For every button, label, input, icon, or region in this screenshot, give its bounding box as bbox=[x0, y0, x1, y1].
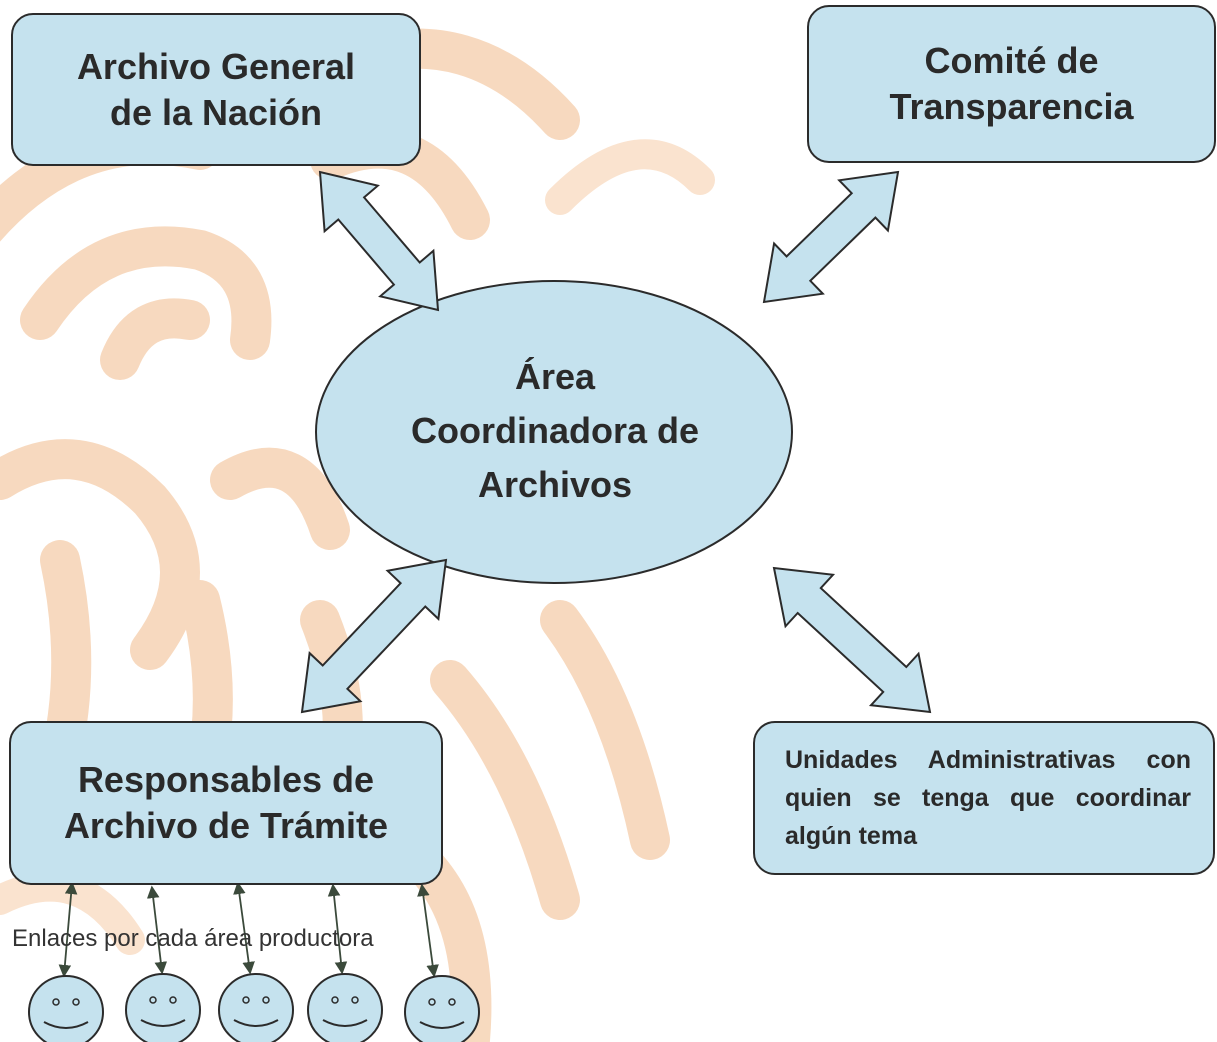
node-archivo-general: Archivo General de la Nación bbox=[11, 13, 421, 166]
node-label-line: Comité de bbox=[924, 40, 1099, 81]
node-label-line: Archivo de Trámite bbox=[63, 805, 389, 846]
center-node-label: Área Coordinadora de Archivos bbox=[330, 350, 780, 512]
link-arrow bbox=[327, 883, 348, 975]
block-arrows bbox=[300, 170, 932, 714]
link-arrow bbox=[417, 883, 439, 978]
links-caption: Enlaces por cada área productora bbox=[12, 925, 374, 952]
node-comite-transparencia: Comité de Transparencia bbox=[807, 5, 1216, 163]
center-ellipse bbox=[315, 280, 793, 584]
smiley-face-icon bbox=[404, 975, 480, 1042]
node-unidades-administrativas: Unidades Administrativas con quien se te… bbox=[753, 721, 1215, 875]
node-label-line: Área bbox=[514, 356, 596, 397]
watermark-arc bbox=[545, 139, 715, 215]
watermark-arc bbox=[540, 600, 670, 860]
node-label-line: Responsables de bbox=[77, 759, 375, 800]
watermark-arc bbox=[0, 439, 200, 670]
node-label-line: Transparencia bbox=[889, 86, 1134, 127]
smiley-face-icon bbox=[125, 973, 201, 1042]
arrow-center-responsables bbox=[300, 558, 448, 714]
arrow-archivo-general-center bbox=[318, 170, 440, 312]
watermark-arc bbox=[20, 226, 272, 360]
faces-group bbox=[28, 973, 480, 1042]
node-label-text: Unidades Administrativas con quien se te… bbox=[785, 746, 1191, 850]
arrow-comite-center bbox=[762, 170, 900, 304]
node-label-line: Archivos bbox=[477, 464, 633, 505]
node-label-line: Archivo General bbox=[76, 45, 356, 87]
arrow-center-unidades bbox=[772, 566, 932, 714]
smiley-face-icon bbox=[218, 973, 294, 1042]
smiley-face-icon bbox=[28, 975, 104, 1042]
watermark-arc bbox=[210, 447, 350, 550]
node-label-line: Coordinadora de bbox=[410, 410, 700, 451]
watermark-arc bbox=[100, 298, 210, 380]
watermark-arc bbox=[430, 660, 580, 920]
link-arrow bbox=[58, 881, 78, 978]
node-label-line: de la Nación bbox=[109, 91, 323, 133]
link-arrows bbox=[58, 881, 439, 978]
link-arrow bbox=[146, 885, 168, 975]
smiley-face-icon bbox=[307, 973, 383, 1042]
link-arrow bbox=[233, 881, 255, 975]
node-responsables-archivo-tramite: Responsables de Archivo de Trámite bbox=[9, 721, 443, 885]
